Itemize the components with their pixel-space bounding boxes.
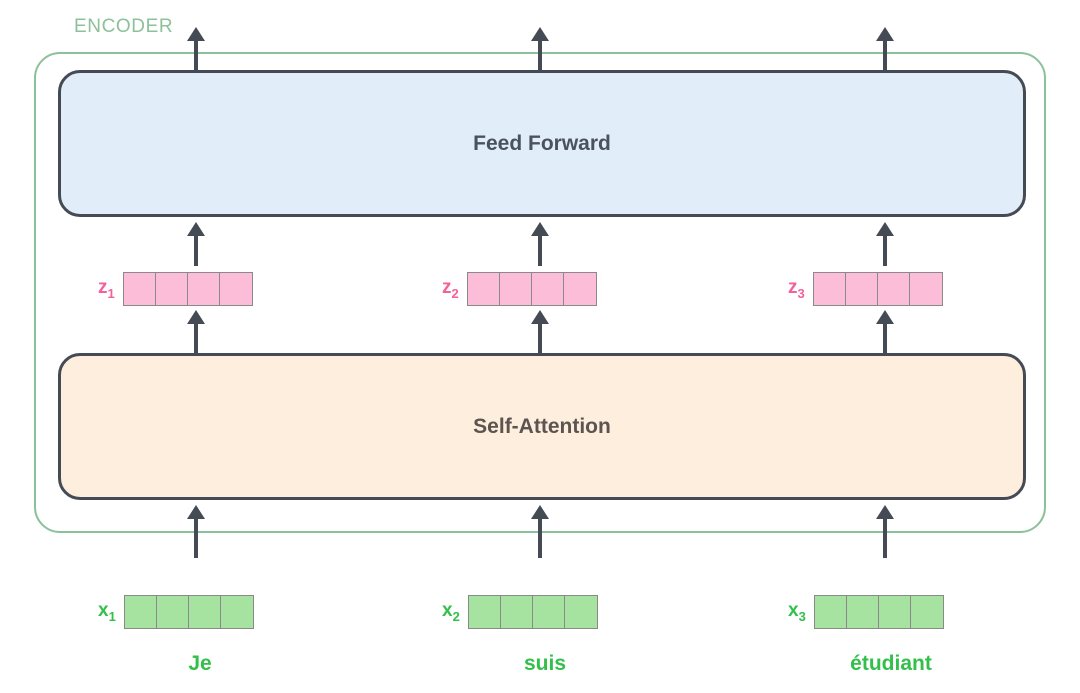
arrow-up-icon — [876, 505, 894, 519]
arrow-shaft — [194, 234, 198, 266]
vector-cell — [219, 273, 252, 305]
z-vector-3-label: z3 — [788, 277, 805, 301]
sa-output-arrow-1 — [187, 310, 205, 354]
vector-cell — [220, 596, 253, 628]
arrow-shaft — [538, 322, 542, 354]
vector-cell — [846, 596, 879, 628]
ff-input-arrow-1 — [187, 222, 205, 266]
x-vector-3-cells — [813, 595, 944, 629]
arrow-shaft — [194, 39, 198, 71]
arrow-up-icon — [876, 222, 894, 236]
arrow-shaft — [538, 39, 542, 71]
output-arrow-2 — [531, 27, 549, 71]
feed-forward-layer: Feed Forward — [58, 70, 1026, 217]
arrow-up-icon — [531, 505, 549, 519]
arrow-shaft — [883, 39, 887, 71]
output-arrow-1 — [187, 27, 205, 71]
z-vector-1-cells — [122, 272, 253, 306]
arrow-shaft — [194, 517, 198, 558]
vector-cell — [564, 596, 597, 628]
vector-cell — [155, 273, 188, 305]
self-attention-label: Self-Attention — [473, 414, 611, 438]
vector-cell — [845, 273, 878, 305]
input-word-3: étudiant — [850, 652, 932, 675]
arrow-up-icon — [531, 222, 549, 236]
vector-cell — [532, 596, 565, 628]
z-vector-2: z2 — [442, 272, 597, 306]
arrow-up-icon — [876, 27, 894, 41]
arrow-up-icon — [531, 310, 549, 324]
x-vector-2-cells — [467, 595, 598, 629]
vector-cell — [877, 273, 910, 305]
input-word-1: Je — [188, 652, 212, 675]
x-vector-2: x2 — [442, 595, 598, 629]
x-vector-1-label: x1 — [98, 600, 116, 624]
z-vector-1-label: z1 — [98, 277, 115, 301]
vector-cell — [467, 273, 500, 305]
sa-input-arrow-2 — [531, 505, 549, 558]
sa-input-arrow-1 — [187, 505, 205, 558]
vector-cell — [156, 596, 189, 628]
arrow-up-icon — [187, 27, 205, 41]
arrow-shaft — [883, 234, 887, 266]
vector-cell — [531, 273, 564, 305]
vector-cell — [878, 596, 911, 628]
sa-output-arrow-3 — [876, 310, 894, 354]
sa-output-arrow-2 — [531, 310, 549, 354]
z-vector-1: z1 — [98, 272, 253, 306]
arrow-up-icon — [187, 505, 205, 519]
arrow-shaft — [883, 517, 887, 558]
output-arrow-3 — [876, 27, 894, 71]
x-vector-1-cells — [123, 595, 254, 629]
z-vector-3-cells — [812, 272, 943, 306]
ff-input-arrow-3 — [876, 222, 894, 266]
x-vector-3: x3 — [788, 595, 944, 629]
arrow-shaft — [538, 234, 542, 266]
sa-input-arrow-3 — [876, 505, 894, 558]
encoder-label: ENCODER — [74, 16, 174, 37]
arrow-up-icon — [876, 310, 894, 324]
vector-cell — [124, 596, 157, 628]
x-vector-2-label: x2 — [442, 600, 460, 624]
arrow-shaft — [883, 322, 887, 354]
arrow-up-icon — [531, 27, 549, 41]
z-vector-2-cells — [466, 272, 597, 306]
vector-cell — [500, 596, 533, 628]
vector-cell — [123, 273, 156, 305]
vector-cell — [814, 596, 847, 628]
vector-cell — [910, 596, 943, 628]
self-attention-layer: Self-Attention — [58, 353, 1026, 500]
x-vector-1: x1 — [98, 595, 254, 629]
vector-cell — [188, 596, 221, 628]
vector-cell — [563, 273, 596, 305]
x-vector-3-label: x3 — [788, 600, 806, 624]
z-vector-2-label: z2 — [442, 277, 459, 301]
vector-cell — [813, 273, 846, 305]
input-word-2: suis — [523, 652, 567, 675]
vector-cell — [499, 273, 532, 305]
vector-cell — [187, 273, 220, 305]
feed-forward-label: Feed Forward — [473, 131, 611, 155]
vector-cell — [909, 273, 942, 305]
arrow-up-icon — [187, 310, 205, 324]
vector-cell — [468, 596, 501, 628]
ff-input-arrow-2 — [531, 222, 549, 266]
arrow-shaft — [194, 322, 198, 354]
z-vector-3: z3 — [788, 272, 943, 306]
arrow-up-icon — [187, 222, 205, 236]
arrow-shaft — [538, 517, 542, 558]
